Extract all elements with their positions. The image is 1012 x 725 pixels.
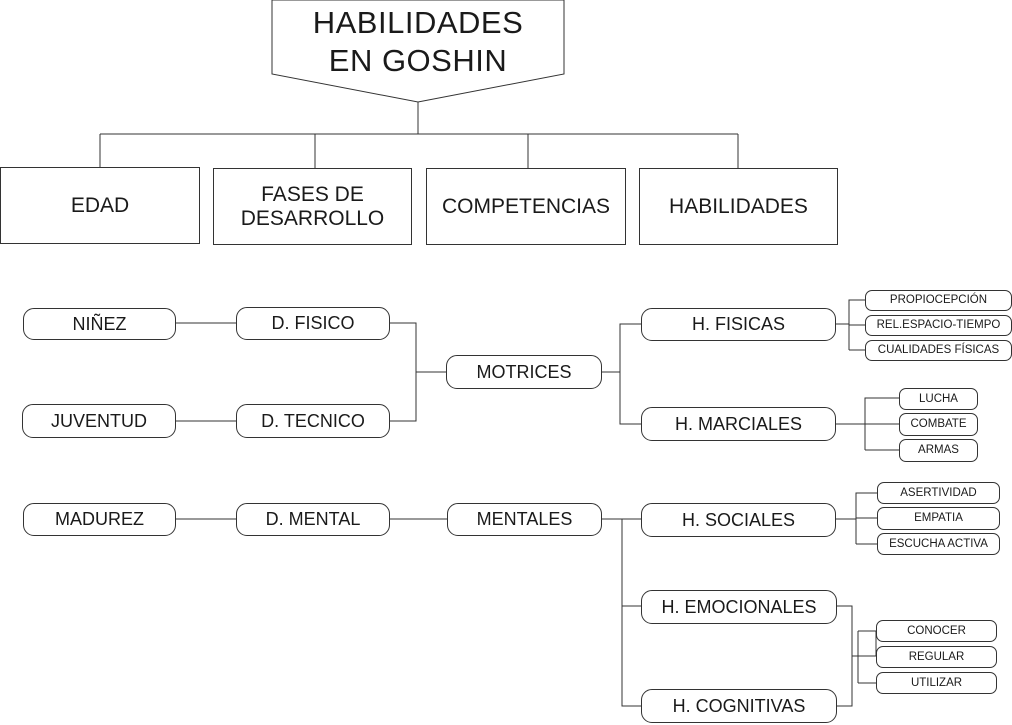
age-madurez: MADUREZ xyxy=(23,503,176,536)
subskill-combate: COMBATE xyxy=(899,413,978,436)
header-competencias-label: COMPETENCIAS xyxy=(441,194,611,218)
title-shape xyxy=(271,0,565,103)
header-competencias: COMPETENCIAS xyxy=(426,168,626,245)
title-line-2: EN GOSHIN xyxy=(328,42,508,78)
subskill-cualidades-fisicas: CUALIDADES FÍSICAS xyxy=(865,340,1012,361)
subskill-propiocepcion: PROPIOCEPCIÓN xyxy=(865,290,1012,311)
header-edad: EDAD xyxy=(0,167,200,244)
header-fases-line-2: DESARROLLO xyxy=(240,206,385,230)
age-ninez: NIÑEZ xyxy=(23,308,176,340)
skill-h-sociales: H. SOCIALES xyxy=(641,503,836,537)
age-juventud: JUVENTUD xyxy=(22,404,176,438)
header-fases-line-1: FASES DE xyxy=(261,182,364,206)
page-title: HABILIDADES EN GOSHIN xyxy=(272,4,564,80)
header-edad-label: EDAD xyxy=(70,193,130,217)
skill-h-cognitivas: H. COGNITIVAS xyxy=(641,689,837,723)
phase-d-tecnico: D. TECNICO xyxy=(236,404,390,438)
skill-h-emocionales: H. EMOCIONALES xyxy=(641,590,837,624)
connector-lines xyxy=(99,102,899,707)
skill-h-marciales: H. MARCIALES xyxy=(641,407,836,441)
header-habilidades: HABILIDADES xyxy=(639,168,838,245)
subskill-empatia: EMPATIA xyxy=(877,507,1000,530)
title-line-1: HABILIDADES xyxy=(312,5,524,40)
header-fases: FASES DE DESARROLLO xyxy=(213,168,412,245)
competence-motrices: MOTRICES xyxy=(446,355,602,389)
subskill-asertividad: ASERTIVIDAD xyxy=(877,482,1000,504)
subskill-rel-espacio-tiempo: REL.ESPACIO-TIEMPO xyxy=(865,315,1012,336)
skill-h-fisicas: H. FISICAS xyxy=(641,308,836,341)
subskill-regular: REGULAR xyxy=(876,646,997,668)
subskill-armas: ARMAS xyxy=(899,439,978,462)
subskill-conocer: CONOCER xyxy=(876,620,997,642)
subskill-utilizar: UTILIZAR xyxy=(876,672,997,694)
phase-d-mental: D. MENTAL xyxy=(236,503,390,536)
subskill-lucha: LUCHA xyxy=(899,388,978,410)
header-habilidades-label: HABILIDADES xyxy=(669,194,808,218)
competence-mentales: MENTALES xyxy=(447,503,602,536)
subskill-escucha-activa: ESCUCHA ACTIVA xyxy=(877,533,1000,555)
phase-d-fisico: D. FISICO xyxy=(236,307,390,340)
